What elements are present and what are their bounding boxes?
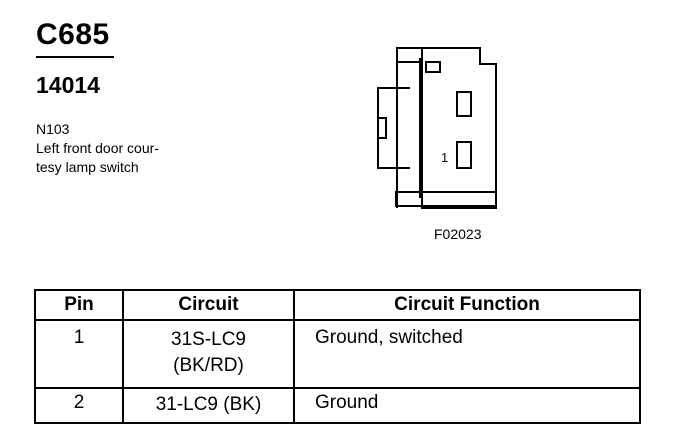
connector-diagram: 1 (377, 47, 497, 209)
pin-cavity-1 (456, 141, 472, 169)
table-row: 1 31S-LC9 (BK/RD) Ground, switched (34, 319, 641, 389)
connector-bottom-tab (395, 191, 497, 207)
table-row: 2 31-LC9 (BK) Ground (34, 387, 641, 424)
connector-bottom-flange (396, 191, 423, 207)
connector-description: N103 Left front door cour- tesy lamp swi… (36, 120, 159, 177)
pinout-table: Pin Circuit Circuit Function 1 31S-LC9 (… (34, 289, 641, 424)
connector-latch-housing (377, 87, 410, 169)
function-cell: Ground, switched (293, 319, 641, 389)
table-header-row: Pin Circuit Circuit Function (34, 289, 641, 321)
connector-top-tab (425, 61, 441, 73)
title-underline (36, 56, 114, 58)
connector-top-flange (396, 47, 423, 63)
connector-code-title: C685 (36, 18, 110, 51)
circuit-line: 31-LC9 (BK) (155, 394, 262, 415)
figure-id: F02023 (434, 226, 482, 242)
description-line: tesy lamp switch (36, 159, 139, 175)
column-header-circuit: Circuit (122, 289, 295, 321)
connector-latch (377, 117, 387, 139)
circuit-line: (BK/RD) (173, 355, 244, 376)
pin-1-label: 1 (441, 150, 448, 165)
pin-cell: 1 (34, 319, 124, 389)
column-header-pin: Pin (34, 289, 124, 321)
description-line: Left front door cour- (36, 140, 159, 156)
description-line: N103 (36, 121, 70, 137)
connector-outline (421, 47, 497, 209)
function-cell: Ground (293, 387, 641, 424)
part-number: 14014 (36, 72, 100, 98)
circuit-cell: 31S-LC9 (BK/RD) (122, 319, 295, 389)
circuit-cell: 31-LC9 (BK) (122, 387, 295, 424)
column-header-function: Circuit Function (293, 289, 641, 321)
circuit-line: 31S-LC9 (171, 329, 246, 350)
pin-cavity-2 (456, 91, 472, 117)
pin-cell: 2 (34, 387, 124, 424)
